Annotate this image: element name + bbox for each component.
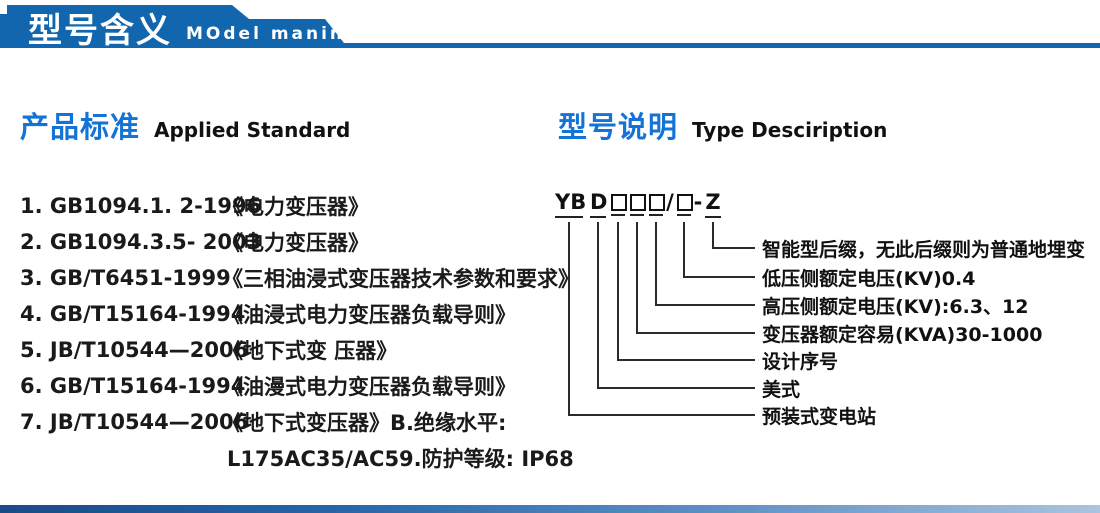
standard-row: 4. GB/T15164-1994 《油浸式电力变压器负载导则》	[20, 296, 550, 332]
label-smart-suffix: 智能型后缀，无此后缀则为普通地埋变	[762, 238, 1086, 261]
type-description-section: 型号说明 Type Desciription YB D / - Z 智能型后缀，…	[550, 0, 1100, 513]
standard-row: 6. GB/T15164-1994 《油漫式电力变压器负载导则》	[20, 368, 550, 404]
standard-row: 5. JB/T10544—2006 《地下式变 压器》	[20, 332, 550, 368]
label-hv-voltage: 高压侧额定电压(KV):6.3、12	[762, 295, 1029, 318]
standard-row: 1. GB1094.1. 2-1996 《电力变压器》	[20, 188, 550, 224]
standard-title: 《油浸式电力变压器负载导则》	[222, 303, 516, 327]
standard-code: 7. JB/T10544—2006	[20, 410, 249, 434]
model-box-icon	[630, 191, 646, 216]
model-part-yb: YB	[555, 191, 586, 218]
heading-cn: 产品标准	[20, 110, 141, 144]
page-subtitle: MOdel maning	[186, 24, 361, 44]
standard-code: 6. GB/T15164-1994	[20, 374, 246, 398]
model-box-icon	[677, 191, 693, 216]
model-part-z: Z	[705, 191, 721, 218]
type-description-heading: 型号说明 Type Desciription	[558, 113, 887, 142]
label-prefab-substation: 预装式变电站	[762, 405, 877, 428]
heading-cn: 型号说明	[558, 110, 679, 144]
standard-code: 5. JB/T10544—2006	[20, 338, 249, 362]
label-design-serial: 设计序号	[762, 350, 839, 373]
standards-list: 1. GB1094.1. 2-1996 《电力变压器》 2. GB1094.3.…	[20, 188, 579, 476]
standard-row: 3. GB/T6451-1999 《三相油浸式变压器技术参数和要求》	[20, 260, 579, 296]
header-banner-shape	[0, 5, 1100, 48]
standard-title: 《地下式变 压器》	[222, 339, 398, 363]
heading-en: Applied Standard	[154, 118, 351, 142]
footer-accent-bar	[0, 505, 1100, 513]
model-connector-lines	[568, 222, 755, 416]
standard-title: 《地下式变压器》B.绝缘水平:	[222, 411, 507, 435]
model-part-dash: -	[693, 190, 703, 214]
applied-standards-section: 产品标准 Applied Standard 1. GB1094.1. 2-199…	[20, 113, 579, 476]
heading-en: Type Desciription	[692, 118, 888, 142]
model-box-icon	[649, 191, 665, 216]
standard-title: 《电力变压器》	[222, 195, 369, 219]
model-part-d: D	[590, 191, 607, 218]
standard-code: 4. GB/T15164-1994	[20, 302, 246, 326]
standard-continuation: L175AC35/AC59.防护等级: IP68	[227, 447, 574, 471]
page-title: 型号含义	[28, 11, 172, 51]
applied-standards-heading: 产品标准 Applied Standard	[20, 113, 350, 142]
model-part-slash: /	[666, 190, 674, 214]
standard-row: 7. JB/T10544—2006 《地下式变压器》B.绝缘水平:	[20, 404, 550, 440]
model-box-icon	[611, 191, 627, 216]
label-american-style: 美式	[762, 378, 801, 401]
page-header: 型号含义 MOdel maning	[0, 0, 1100, 51]
standard-title: 《电力变压器》	[222, 231, 369, 255]
label-lv-voltage: 低压侧额定电压(KV)0.4	[762, 267, 976, 290]
standard-row: 2. GB1094.3.5- 2003 《电力变压器》	[20, 224, 550, 260]
standard-code: 3. GB/T6451-1999	[20, 266, 231, 290]
label-rated-capacity: 变压器额定容易(KVA)30-1000	[762, 323, 1043, 346]
standard-code: 1. GB1094.1. 2-1996	[20, 194, 262, 218]
standard-title: 《油漫式电力变压器负载导则》	[222, 375, 516, 399]
standard-code: 2. GB1094.3.5- 2003	[20, 230, 262, 254]
standard-title: 《三相油浸式变压器技术参数和要求》	[222, 267, 579, 291]
